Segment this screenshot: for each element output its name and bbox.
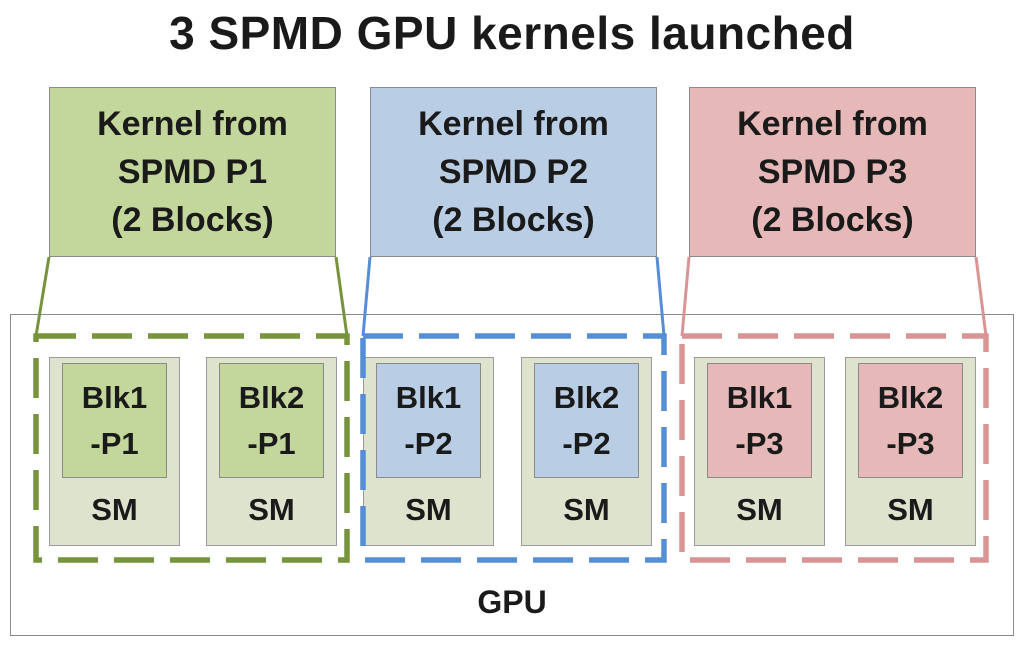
block-blk2-p2-line-1: Blk2 [553,379,620,415]
diagram-title: 3 SPMD GPU kernels launched [169,7,855,59]
dashed-group-p3 [679,333,989,563]
connector-p1-left [34,256,51,337]
block-blk2-p3: Blk2 -P3 [858,363,963,478]
block-blk2-p2-line-2: -P2 [562,425,611,461]
block-blk2-p3-line-1: Blk2 [877,379,944,415]
block-blk1-p2-line-1: Blk1 [395,379,462,415]
dashed-group-p2 [360,333,667,563]
gpu-label: GPU [477,584,547,620]
kernel-p1-line-3: (2 Blocks) [111,201,274,239]
block-blk1-p3-line-2: -P3 [735,425,784,461]
kernel-p1-line-1: Kernel from [97,105,288,143]
block-blk1-p2: Blk1 -P2 [376,363,481,478]
kernel-p2-line-2: SPMD P2 [438,153,589,191]
kernel-p3-line-3: (2 Blocks) [751,201,914,239]
sm-label: SM [563,492,610,527]
block-blk2-p1: Blk2 -P1 [219,363,324,478]
dashed-group-p1 [33,333,350,563]
group-p1 [33,256,350,563]
kernel-p2-box: Kernel from SPMD P2 (2 Blocks) [370,87,657,257]
kernel-p1-box: Kernel from SPMD P1 (2 Blocks) [49,87,336,257]
group-p3 [679,256,989,563]
sm-p2-1: Blk1 -P2 SM [363,357,494,546]
kernel-p2-line-1: Kernel from [418,105,609,143]
sm-p1-2: Blk2 -P1 SM [206,357,337,546]
sm-label: SM [248,492,295,527]
block-blk2-p1-line-1: Blk2 [238,379,305,415]
kernel-p1-line-2: SPMD P1 [117,153,268,191]
kernel-p3-box: Kernel from SPMD P3 (2 Blocks) [689,87,976,257]
block-blk2-p2: Blk2 -P2 [534,363,639,478]
sm-p3-2: Blk2 -P3 SM [845,357,976,546]
sm-label: SM [91,492,138,527]
connector-p3-right [974,256,988,337]
block-blk1-p1-line-1: Blk1 [81,379,148,415]
block-blk1-p1-line-2: -P1 [90,425,139,461]
kernel-p3-line-1: Kernel from [737,105,928,143]
connector-p2-right [655,256,666,337]
sm-label: SM [405,492,452,527]
kernel-p3-line-2: SPMD P3 [757,153,908,191]
sm-label: SM [887,492,934,527]
connector-p3-left [680,256,691,337]
block-blk1-p1: Blk1 -P1 [62,363,167,478]
block-blk1-p3: Blk1 -P3 [707,363,812,478]
block-blk1-p3-line-1: Blk1 [726,379,793,415]
block-blk2-p1-line-2: -P1 [247,425,296,461]
connector-p1-right [334,256,349,337]
group-p2 [360,256,667,563]
gpu-box [10,314,1014,636]
connector-p2-left [361,256,372,337]
block-blk2-p3-line-2: -P3 [886,425,935,461]
sm-p3-1: Blk1 -P3 SM [694,357,825,546]
block-blk1-p2-line-2: -P2 [404,425,453,461]
sm-p1-1: Blk1 -P1 SM [49,357,180,546]
sm-p2-2: Blk2 -P2 SM [521,357,652,546]
sm-label: SM [736,492,783,527]
kernel-p2-line-3: (2 Blocks) [432,201,595,239]
